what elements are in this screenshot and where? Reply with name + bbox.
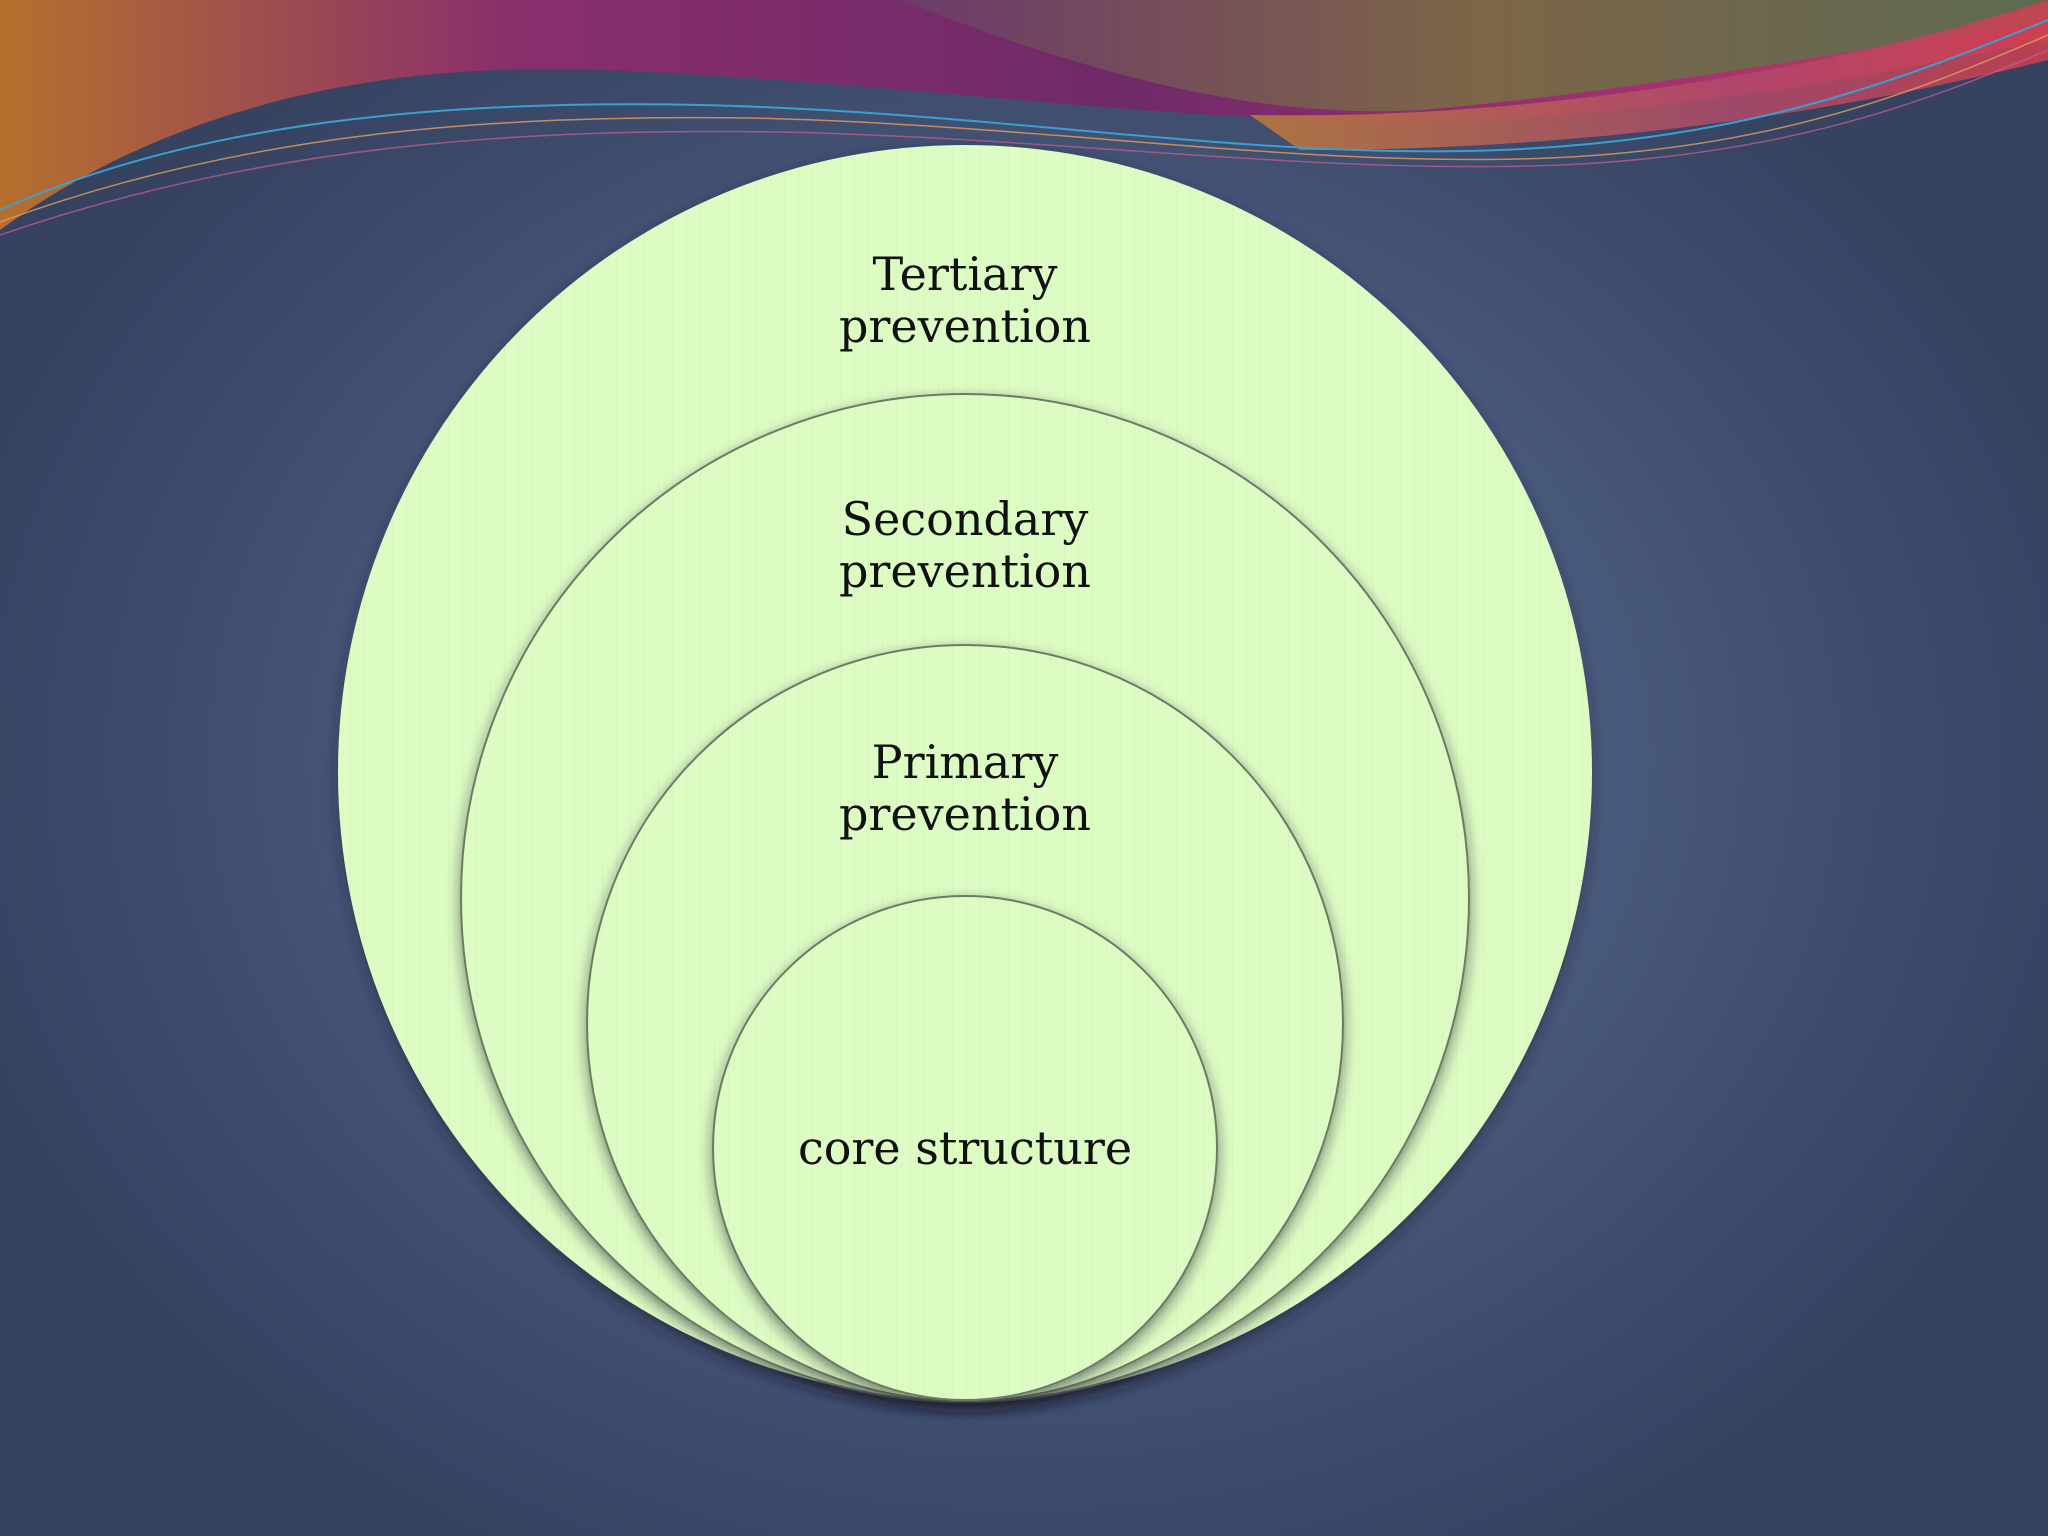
label-secondary-line1: Secondary xyxy=(841,492,1089,546)
label-core-line1: core structure xyxy=(797,1121,1133,1175)
top-wave-decoration xyxy=(0,0,2048,236)
label-primary-line1: Primary xyxy=(871,735,1059,789)
label-core: core structure xyxy=(665,1122,1265,1174)
label-primary: Primary prevention xyxy=(665,736,1265,840)
label-primary-line2: prevention xyxy=(838,787,1091,841)
label-tertiary-line1: Tertiary xyxy=(872,247,1058,301)
label-secondary: Secondary prevention xyxy=(665,493,1265,597)
label-tertiary: Tertiary prevention xyxy=(665,248,1265,352)
nested-circles-diagram xyxy=(338,145,1592,1403)
label-secondary-line2: prevention xyxy=(838,544,1091,598)
label-tertiary-line2: prevention xyxy=(838,299,1091,353)
circle-core xyxy=(712,895,1218,1401)
